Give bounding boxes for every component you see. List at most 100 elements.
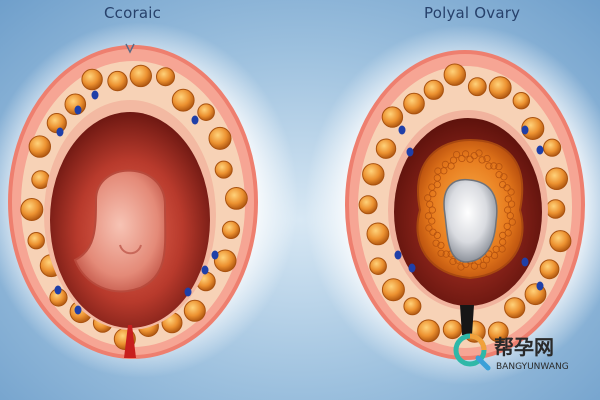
tissue-cell (426, 200, 434, 208)
left-uterus-fold (119, 244, 142, 255)
follicle (171, 88, 195, 112)
follicle (375, 138, 397, 159)
follicle (46, 113, 67, 134)
vessel (408, 263, 416, 273)
tissue-cell (433, 174, 441, 182)
follicle (487, 321, 509, 343)
tissue-cell (478, 156, 486, 164)
follicle (208, 126, 232, 150)
tissue-cell (507, 188, 515, 196)
follicle (549, 230, 572, 253)
left-cross-section (0, 22, 298, 378)
vessel (521, 125, 529, 135)
follicle (381, 106, 404, 128)
tissue-cell (483, 154, 491, 163)
tissue-cell (449, 156, 458, 164)
tissue-cell (432, 239, 440, 247)
tissue-cell (504, 206, 512, 214)
tissue-cell (495, 163, 503, 171)
vessel (536, 145, 544, 155)
follicle (403, 92, 425, 115)
tissue-cell (457, 263, 465, 271)
tissue-cell (428, 217, 436, 225)
tissue-cell (499, 238, 507, 246)
tissue-cell (508, 218, 516, 226)
tissue-cell (458, 154, 466, 163)
follicle (504, 297, 526, 319)
vessel (56, 127, 64, 137)
follicle (381, 278, 405, 302)
vessel (201, 265, 209, 275)
vessel (394, 250, 402, 260)
follicle (183, 299, 206, 322)
tissue-cell (507, 200, 516, 208)
left-top-notch (125, 43, 135, 54)
right-follicle-ring (358, 63, 572, 343)
tissue-cell (442, 250, 450, 258)
vessel (536, 281, 544, 291)
tissue-cell (503, 184, 511, 192)
follicle (27, 232, 45, 250)
vessel (184, 287, 192, 297)
right-ovary-core (443, 178, 498, 263)
follicle (417, 319, 440, 343)
blood-vessels (54, 90, 544, 315)
watermark-handle-icon (475, 355, 491, 371)
follicle (539, 259, 560, 280)
follicle (362, 163, 385, 186)
tissue-cell (490, 162, 498, 170)
tissue-cell (425, 224, 433, 232)
watermark-arc-icon (469, 333, 487, 351)
follicle (213, 249, 237, 273)
follicle (443, 63, 466, 86)
follicle (20, 198, 44, 221)
follicle (225, 187, 248, 210)
tissue-cell (495, 171, 503, 179)
follicle (467, 77, 487, 97)
tissue-cell (449, 257, 457, 266)
left-uterus-shape (73, 169, 167, 293)
vessel (54, 285, 62, 295)
right-drip (460, 305, 474, 335)
follicle (545, 167, 569, 190)
tissue-cell (482, 256, 491, 264)
follicle (512, 92, 530, 110)
watermark-brand-cn: 帮孕网 (494, 335, 554, 359)
watermark-brand-en: BANGYUNWANG (496, 362, 569, 372)
tissue-cell (424, 212, 432, 220)
caption-left: Ccoraic (104, 4, 162, 22)
tissue-cell (437, 249, 445, 257)
follicle (366, 222, 390, 246)
tissue-cell (475, 149, 483, 157)
follicle (358, 195, 378, 215)
follicle (545, 199, 566, 219)
tissue-cell (470, 262, 478, 270)
tissue-cell (498, 245, 506, 253)
tissue-cell (485, 162, 493, 170)
follicle (369, 257, 387, 276)
tissue-cell (424, 194, 432, 202)
vessel (191, 115, 199, 125)
vessel (398, 125, 406, 135)
follicle (403, 297, 422, 316)
tissue-cell (428, 206, 436, 214)
follicle (107, 70, 128, 92)
follicle (488, 76, 512, 100)
follicle (156, 67, 175, 87)
tissue-cell (506, 212, 514, 220)
tissue-cell (434, 167, 442, 175)
vessel (211, 250, 219, 260)
tissue-cell (479, 261, 487, 269)
follicle (423, 79, 444, 100)
follicle (81, 68, 103, 91)
vessel (406, 147, 414, 157)
tissue-cell (437, 241, 445, 249)
follicle (214, 160, 233, 179)
tissue-cell (466, 155, 474, 163)
vessel (74, 305, 82, 315)
vessel (521, 257, 529, 267)
follicle (221, 220, 241, 239)
tissue-cell (504, 195, 512, 203)
